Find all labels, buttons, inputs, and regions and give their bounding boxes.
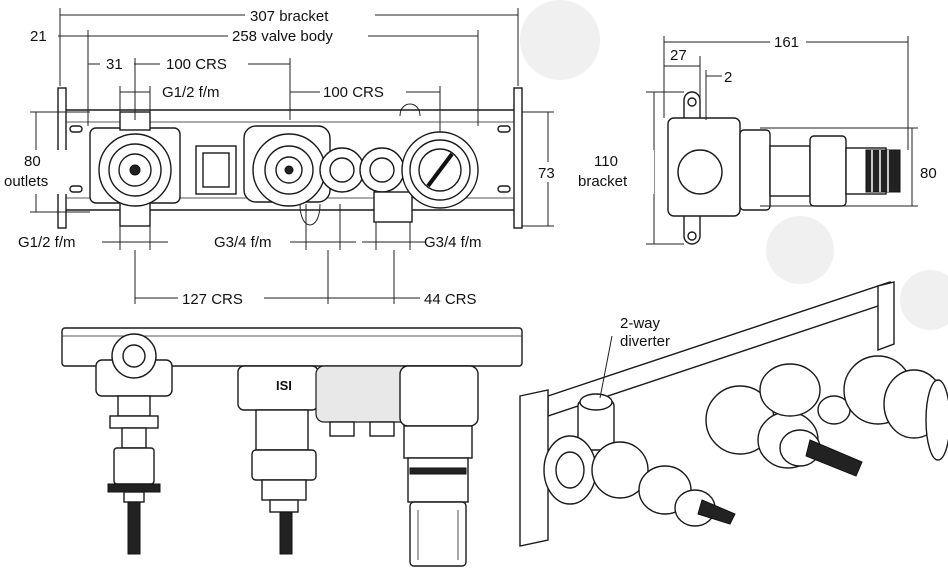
side-view — [667, 91, 901, 245]
iso-view: 2-way diverter — [519, 281, 948, 547]
side-collar — [739, 129, 771, 211]
bracket-dim-word: bracket — [578, 173, 628, 190]
thread-bottom-mid-g34: G3/4 f/m — [214, 234, 272, 251]
front-dimensions: 307 bracket 21 258 valve body 31 100 CRS… — [4, 5, 562, 308]
outlets-dim-word: outlets — [4, 173, 48, 190]
dim-31: 31 — [106, 56, 123, 73]
iso-bracket-left — [519, 389, 549, 547]
dim-100-crs-left: 100 CRS — [166, 56, 227, 73]
diverter-label-line1: 2-way — [620, 315, 661, 332]
diverter-label-line2: diverter — [620, 333, 670, 350]
dim-80-side: 80 — [920, 165, 937, 182]
iso-left-spindle — [697, 499, 736, 525]
iso-diverter-port — [579, 393, 613, 411]
dim-127-crs: 127 CRS — [182, 291, 243, 308]
thread-bottom-right-g34: G3/4 f/m — [424, 234, 482, 251]
iso-right-cartridge — [925, 379, 948, 461]
side-spline — [865, 149, 901, 193]
bracket-dim-number: 110 — [594, 153, 618, 170]
bottom-left-spindle — [127, 501, 141, 555]
outlets-dim-number: 80 — [24, 153, 41, 170]
thread-bottom-left-g12: G1/2 f/m — [18, 234, 76, 251]
front-bracket-right-upright — [513, 87, 523, 229]
dim-27: 27 — [670, 47, 687, 64]
dim-100-crs-right: 100 CRS — [323, 84, 384, 101]
dim-73: 73 — [538, 165, 555, 182]
thread-top-g12: G1/2 f/m — [162, 84, 220, 101]
front-lower-outlet — [373, 191, 413, 223]
iso-mid-spindle — [805, 439, 863, 477]
bottom-right-cartridge — [409, 501, 467, 567]
dim-258-valve-body: 258 valve body — [232, 28, 333, 45]
side-dimensions: 161 27 2 110 bracket 80 — [574, 33, 946, 245]
side-cartridge-nut — [809, 135, 847, 207]
dim-2: 2 — [724, 69, 732, 86]
dim-44-crs: 44 CRS — [424, 291, 477, 308]
dim-21: 21 — [30, 28, 47, 45]
dim-307-bracket: 307 bracket — [250, 8, 329, 25]
iso-marking: ISI — [276, 378, 292, 393]
dim-161: 161 — [774, 34, 799, 51]
side-body — [769, 145, 811, 197]
bottom-view: ISI — [61, 327, 523, 567]
bottom-mid-spindle — [279, 511, 293, 555]
